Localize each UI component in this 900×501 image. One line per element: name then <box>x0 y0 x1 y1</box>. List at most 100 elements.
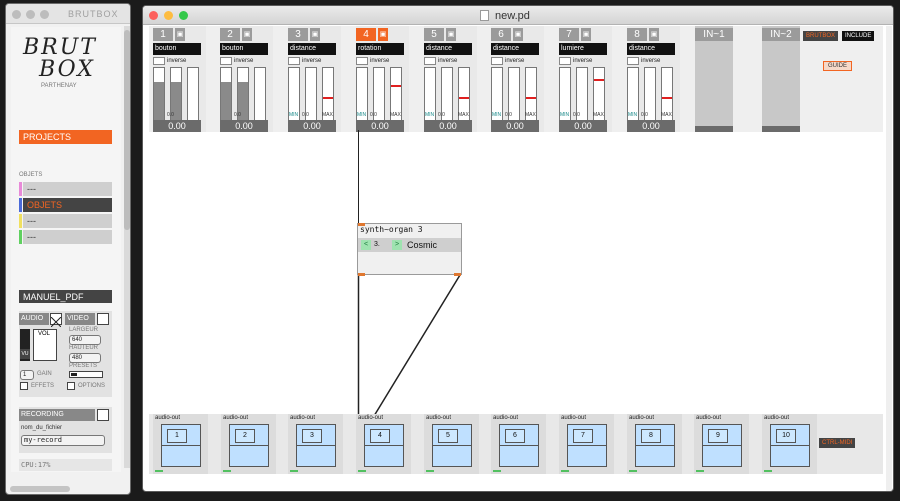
audio-out-inlet[interactable] <box>155 470 163 472</box>
zoom-icon[interactable] <box>40 10 49 19</box>
synth-outlet-right[interactable] <box>454 273 461 276</box>
slot-3[interactable]: --- <box>23 214 112 228</box>
channel-max-slider[interactable] <box>390 67 402 125</box>
channel-inverse-checkbox[interactable] <box>559 57 571 65</box>
channel-number[interactable]: 1 <box>153 28 173 41</box>
channel-sensor-name[interactable]: distance <box>424 43 472 55</box>
channel-inverse-checkbox[interactable] <box>424 57 436 65</box>
channel-number[interactable]: 8 <box>627 28 647 41</box>
audio-out-inlet[interactable] <box>629 470 637 472</box>
patch-vertical-scrollbar[interactable] <box>886 26 892 491</box>
effets-checkbox[interactable] <box>20 382 28 390</box>
guide-button[interactable]: GUIDE <box>823 61 853 71</box>
audio-out-body[interactable]: 1 <box>161 424 201 467</box>
projects-button[interactable]: PROJECTS <box>19 130 112 144</box>
audio-out-inlet[interactable] <box>223 470 231 472</box>
channel-sensor-name[interactable]: lumiere <box>559 43 607 55</box>
input-1-panel[interactable]: IN~1 <box>695 26 733 132</box>
channel-number[interactable]: 7 <box>559 28 579 41</box>
audio-out-inlet[interactable] <box>696 470 704 472</box>
audio-out-inlet[interactable] <box>561 470 569 472</box>
slot-1[interactable]: --- <box>23 182 112 196</box>
audio-out-body[interactable]: 6 <box>499 424 539 467</box>
audio-out-inlet[interactable] <box>290 470 298 472</box>
left-vertical-scroll-thumb[interactable] <box>124 30 130 230</box>
left-vertical-scrollbar[interactable] <box>124 26 130 468</box>
audio-out-body[interactable]: 5 <box>432 424 472 467</box>
record-name-field[interactable]: my-record <box>21 435 105 446</box>
channel-inverse-checkbox[interactable] <box>491 57 503 65</box>
audio-out-inlet[interactable] <box>764 470 772 472</box>
hauteur-input[interactable]: 480 <box>69 353 101 363</box>
audio-out-body[interactable]: 4 <box>364 424 404 467</box>
channel-menu-icon[interactable]: ▣ <box>242 28 252 41</box>
channel-number[interactable]: 2 <box>220 28 240 41</box>
minimize-icon[interactable] <box>26 10 35 19</box>
channel-sensor-name[interactable]: rotation <box>356 43 404 55</box>
channel-sensor-name[interactable]: distance <box>491 43 539 55</box>
close-icon[interactable] <box>149 11 158 20</box>
ctrl-midi-tag[interactable]: CTRL-MIDI <box>819 438 856 448</box>
channel-menu-icon[interactable]: ▣ <box>378 28 388 41</box>
synth-organ-object[interactable]: synth~organ 3 < 3. > Cosmic <box>357 223 462 276</box>
channel-menu-icon[interactable]: ▣ <box>310 28 320 41</box>
audio-out-inlet[interactable] <box>358 470 366 472</box>
channel-sensor-name[interactable]: distance <box>288 43 336 55</box>
synth-inlet[interactable] <box>358 223 365 226</box>
slot-objets[interactable]: OBJETS <box>23 198 112 212</box>
channel-number[interactable]: 5 <box>424 28 444 41</box>
audio-out-body[interactable]: 9 <box>702 424 742 467</box>
audio-out-body[interactable]: 8 <box>635 424 675 467</box>
audio-out-inlet[interactable] <box>426 470 434 472</box>
largeur-input[interactable]: 640 <box>69 335 101 345</box>
vol-slider[interactable]: VOL <box>33 329 57 361</box>
channel-menu-icon[interactable]: ▣ <box>175 28 185 41</box>
channel-inverse-checkbox[interactable] <box>356 57 368 65</box>
include-tag[interactable]: INCLUDE <box>842 31 875 41</box>
video-toggle[interactable] <box>97 313 109 325</box>
synth-next-button[interactable]: > <box>392 240 402 250</box>
left-horizontal-scroll-thumb[interactable] <box>10 486 70 492</box>
channel-sensor-name[interactable]: bouton <box>153 43 201 55</box>
channel-inverse-checkbox[interactable] <box>288 57 300 65</box>
options-checkbox[interactable] <box>67 382 75 390</box>
brutbox-tag[interactable]: BRUTBOX <box>803 31 839 41</box>
channel-number[interactable]: 6 <box>491 28 511 41</box>
channel-menu-icon[interactable]: ▣ <box>513 28 523 41</box>
synth-prev-button[interactable]: < <box>361 240 371 250</box>
channel-sensor-name[interactable]: bouton <box>220 43 268 55</box>
minimize-icon[interactable] <box>164 11 173 20</box>
audio-out-body[interactable]: 7 <box>567 424 607 467</box>
recording-toggle[interactable] <box>97 409 109 421</box>
presets-radio[interactable] <box>69 371 103 378</box>
channel-number[interactable]: 3 <box>288 28 308 41</box>
channel-menu-icon[interactable]: ▣ <box>446 28 456 41</box>
channel-number[interactable]: 4 <box>356 28 376 41</box>
audio-out-body[interactable]: 10 <box>770 424 810 467</box>
channel-inverse-checkbox[interactable] <box>627 57 639 65</box>
audio-out-body[interactable]: 3 <box>296 424 336 467</box>
slot-4[interactable]: --- <box>23 230 112 244</box>
zoom-icon[interactable] <box>179 11 188 20</box>
manuel-pdf-button[interactable]: MANUEL_PDF <box>19 290 112 303</box>
input-2-panel[interactable]: IN~2 <box>762 26 800 132</box>
channel-menu-icon[interactable]: ▣ <box>581 28 591 41</box>
audio-out-inlet[interactable] <box>493 470 501 472</box>
channel-sensor-name[interactable]: distance <box>627 43 675 55</box>
audio-toggle[interactable] <box>50 313 62 328</box>
channel-inverse-checkbox[interactable] <box>220 57 232 65</box>
synth-outlet-left[interactable] <box>358 273 365 276</box>
gain-input[interactable]: 1 <box>20 370 34 380</box>
close-icon[interactable] <box>12 10 21 19</box>
channel-menu-icon[interactable]: ▣ <box>649 28 659 41</box>
